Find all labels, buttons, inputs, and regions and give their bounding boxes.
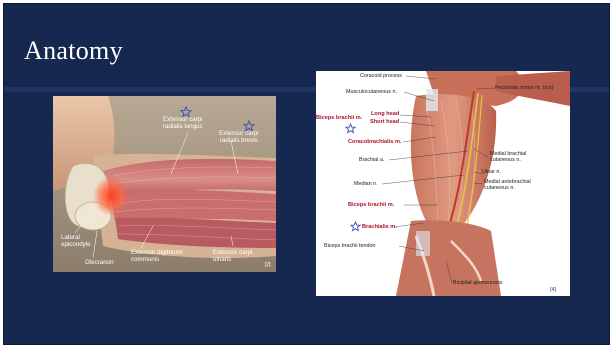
slide-title: Anatomy xyxy=(24,36,123,66)
star-icon xyxy=(350,221,361,232)
label-lateral-epicondyle: Lateral epicondyle xyxy=(61,234,91,248)
label-medial-brachial: Medial brachial cutaneous n. xyxy=(490,151,526,163)
upper-arm-anatomy-figure: Coracoid process Musculocutaneous n. Pec… xyxy=(316,71,570,296)
label-medial-antebrachial: Medial antebrachial cutaneous n. xyxy=(484,179,531,191)
label-olecranon: Olecranon xyxy=(85,259,114,266)
label-musculocutaneous: Musculocutaneous n. xyxy=(346,89,397,95)
elbow-anatomy-figure: Extensor carpi radialis longus Extensor … xyxy=(53,96,276,272)
label-coracobrachialis: Coracobrachialis m. xyxy=(348,139,401,145)
figure-reference: [2] xyxy=(265,262,271,269)
label-brachial-artery: Brachial a. xyxy=(359,157,384,163)
label-ecu: Extensor carpi ulnaris xyxy=(213,249,253,263)
star-icon xyxy=(345,123,356,134)
label-ecrl: Extensor carpi radialis longus xyxy=(163,116,203,130)
slide: Anatomy xyxy=(3,3,610,345)
label-biceps-tendon: Biceps brachii tendon xyxy=(324,243,376,249)
label-brachialis: Brachialis m. xyxy=(362,224,397,230)
label-pectoralis: Pectoralis minor m. (cut) xyxy=(495,85,553,91)
label-long-head: Long head xyxy=(371,111,399,117)
label-edc: Extensor digitorum communis xyxy=(131,249,183,263)
label-bicipital-aponeurosis: Bicipital aponeurosis xyxy=(453,280,502,286)
label-ecrb: Extensor carpi radialis brevis xyxy=(219,130,259,144)
label-ulnar: Ulnar n. xyxy=(482,169,501,175)
label-biceps-title: Biceps brachii m. xyxy=(316,115,362,121)
figure-reference: [4] xyxy=(550,287,556,293)
label-median: Median n. xyxy=(354,181,378,187)
label-coracoid: Coracoid process xyxy=(360,73,402,79)
label-short-head: Short head xyxy=(370,119,399,125)
label-biceps-brachii: Biceps brachii m. xyxy=(348,202,394,208)
